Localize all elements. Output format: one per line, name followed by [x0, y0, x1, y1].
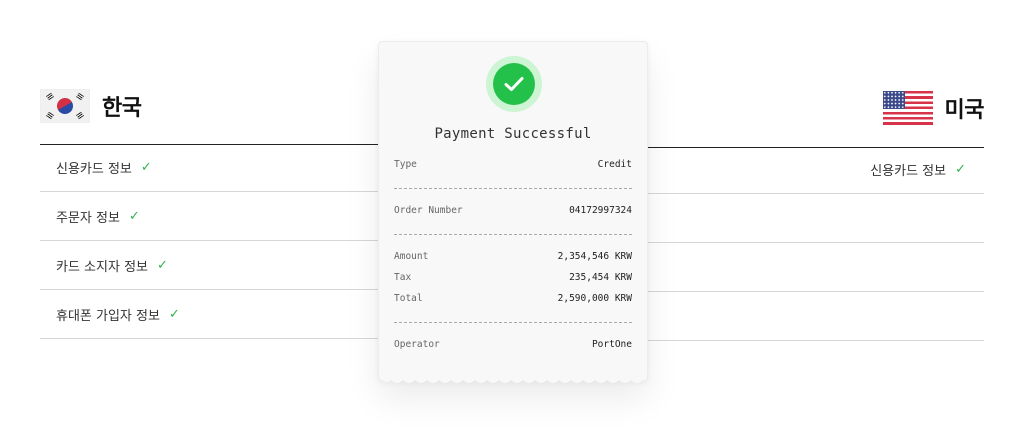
check-icon: ✓: [128, 208, 140, 224]
check-icon: ✓: [955, 161, 966, 177]
receipt-value: Credit: [597, 159, 632, 170]
usa-header: 미국: [631, 90, 985, 126]
list-item-label: 카드 소지자 정보: [56, 259, 148, 275]
receipt-row-tax: Tax 235,454 KRW: [394, 272, 632, 283]
success-badge: [486, 56, 542, 112]
usa-title: 미국: [944, 98, 985, 123]
list-item: 신용카드 정보 ✓: [631, 145, 984, 194]
receipt-value: 2,590,000 KRW: [557, 293, 632, 304]
list-item-label: 신용카드 정보: [870, 163, 947, 179]
list-item-label: 신용카드 정보: [56, 161, 132, 177]
list-item-label: 주문자 정보: [56, 210, 120, 226]
check-icon: ✓: [157, 257, 168, 273]
list-item: [631, 194, 984, 243]
receipt-label: Tax: [394, 272, 412, 283]
usa-connector-line: [634, 147, 984, 148]
check-icon: ✓: [168, 306, 180, 322]
list-item: 주문자 정보 ✓: [40, 192, 392, 241]
receipt-label: Type: [394, 159, 417, 170]
receipt-label: Total: [394, 293, 423, 304]
usa-flag-icon: [882, 91, 933, 125]
receipt-value: PortOne: [591, 339, 632, 350]
receipt-label: Order Number: [394, 205, 463, 216]
receipt-divider: [394, 188, 632, 189]
list-item: [631, 292, 984, 341]
list-item: 휴대폰 가입자 정보 ✓: [40, 290, 392, 339]
korea-requirement-list: 신용카드 정보 ✓ 주문자 정보 ✓ 카드 소지자 정보 ✓ 휴대폰 가입자 정…: [40, 143, 392, 339]
korea-header: 한국: [40, 88, 392, 124]
receipt-divider: [394, 322, 632, 323]
list-item: [631, 243, 984, 292]
check-circle-icon: [493, 63, 535, 105]
receipt-row-amount: Amount 2,354,546 KRW: [394, 251, 632, 262]
korea-connector-line: [40, 144, 390, 145]
receipt-title: Payment Successful: [434, 126, 592, 142]
receipt-row-order-number: Order Number 04172997324: [394, 205, 632, 216]
usa-requirement-list: 신용카드 정보 ✓: [631, 145, 984, 341]
receipt-value: 235,454 KRW: [569, 272, 632, 283]
receipt-value: 04172997324: [569, 205, 632, 216]
receipt-label: Amount: [394, 251, 429, 262]
receipt-row-type: Type Credit: [394, 159, 632, 170]
korea-flag-icon: [40, 89, 90, 123]
payment-receipt: Payment Successful Type Credit Order Num…: [378, 41, 648, 383]
list-item: 카드 소지자 정보 ✓: [40, 241, 392, 290]
usa-section: 미국 신용카드 정보 ✓: [631, 90, 985, 341]
receipt-torn-edge: [379, 376, 647, 383]
receipt-row-total: Total 2,590,000 KRW: [394, 293, 632, 304]
korea-title: 한국: [102, 96, 142, 121]
receipt-row-operator: Operator PortOne: [394, 339, 632, 350]
check-icon: ✓: [140, 159, 152, 175]
korea-section: 한국 신용카드 정보 ✓ 주문자 정보 ✓ 카드 소지자 정보 ✓ 휴대폰 가입…: [40, 88, 392, 339]
receipt-value: 2,354,546 KRW: [557, 251, 632, 262]
receipt-divider: [394, 234, 632, 235]
list-item-label: 휴대폰 가입자 정보: [56, 308, 160, 324]
receipt-label: Operator: [394, 339, 440, 350]
list-item: 신용카드 정보 ✓: [40, 143, 392, 192]
